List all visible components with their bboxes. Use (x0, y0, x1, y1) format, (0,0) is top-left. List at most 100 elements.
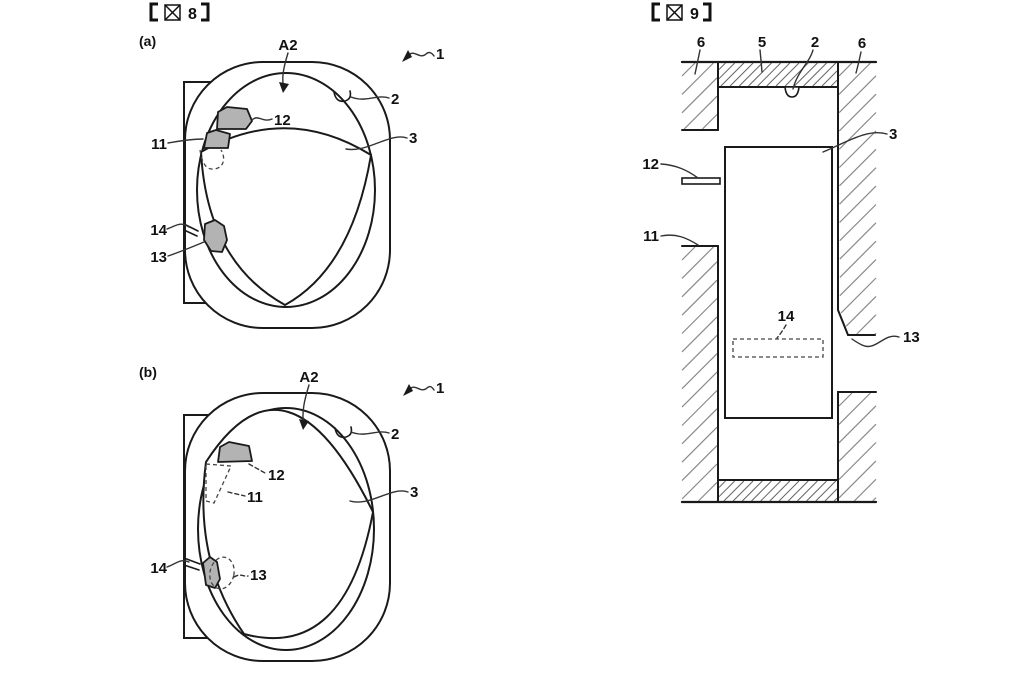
fig8b-leader-12 (248, 463, 266, 474)
hatch-line (830, 79, 838, 87)
hatch-line (806, 480, 827, 502)
fig9-oil-seal-14-dashed (732, 338, 824, 358)
hatch-line (839, 185, 877, 223)
hatch-line (856, 314, 877, 335)
fig8b-label-3: 3 (410, 484, 418, 501)
hatch-line (812, 62, 837, 87)
fig8-panel-b: (b) A2 1 2 (139, 364, 444, 662)
fig8b-label-a2: A2 (299, 369, 318, 386)
hatch-line (838, 392, 871, 425)
fig8b-leader-14 (166, 559, 190, 568)
hatch-line (720, 62, 745, 87)
fig8a-label-a2: A2 (278, 37, 297, 54)
hatch-line (718, 62, 736, 80)
fig9-leader-5 (759, 49, 763, 73)
fig9-label-5: 5 (758, 34, 766, 51)
fig9-label-6-left: 6 (697, 34, 705, 51)
hatch-line (838, 112, 877, 150)
hatch-line (738, 62, 763, 87)
fig8b-label-11: 11 (247, 489, 263, 506)
fig8a-arrow-1 (408, 51, 435, 57)
fig8a-arrowhead-1 (402, 50, 412, 62)
fig8-title-close-bracket (201, 2, 210, 22)
fig9-apex-seal-12 (681, 177, 721, 185)
fig9-lower-right-wall-edges (837, 391, 877, 503)
fig8-title-zu-glyph (164, 4, 181, 21)
fig8a-leader-14 (166, 223, 190, 230)
fig8a-leader-3 (345, 136, 408, 151)
hatch-line (681, 246, 696, 261)
fig9-label-14: 14 (778, 308, 795, 325)
hatch-line (697, 481, 718, 502)
hatch-line (845, 295, 877, 327)
fig9-right-wall-inner-edge (837, 61, 876, 336)
hatch-line (681, 246, 714, 279)
hatch-line (681, 390, 718, 426)
hatch-line (729, 62, 754, 87)
hatch-line (840, 277, 877, 314)
figure-8: 8 (a) (139, 2, 444, 662)
hatch-line (681, 353, 718, 390)
hatch-line (838, 405, 877, 444)
fig8b-leader-3 (349, 490, 409, 503)
fig9-title-zu-glyph (666, 4, 683, 21)
hatch-line (839, 204, 877, 242)
fig8-title-number: 8 (188, 6, 197, 23)
fig8b-leader-13 (233, 574, 249, 578)
fig8b-seal-12 (217, 441, 253, 463)
fig9-leader-6-left (694, 49, 701, 75)
fig8-title-open-bracket (149, 2, 158, 22)
fig9-label-3: 3 (889, 126, 897, 143)
fig9-rotor-section-3 (724, 146, 833, 419)
fig8a-leader-13 (167, 241, 205, 257)
fig8a-label-14: 14 (150, 222, 167, 239)
fig9-hatching (681, 62, 877, 502)
hatch-line (838, 93, 877, 132)
fig9-label-11: 11 (643, 228, 659, 245)
fig8b-seal-13 (202, 556, 221, 589)
fig8b-recess-2 (334, 426, 353, 439)
fig9-leader-2 (792, 49, 814, 90)
fig8a-leader-12 (251, 117, 273, 121)
hatch-line (838, 460, 877, 499)
fig9-leader-14 (776, 324, 787, 339)
fig8a-label-11: 11 (151, 136, 167, 153)
hatch-line (718, 62, 726, 70)
fig9-label-6-right: 6 (858, 35, 866, 52)
hatch-line (683, 95, 718, 130)
hatch-line (723, 480, 745, 502)
fig9-title-number: 9 (690, 6, 699, 23)
hatch-line (681, 445, 718, 482)
hatch-line (838, 442, 877, 480)
fig8b-aperture-14 (183, 557, 201, 571)
fig8a-arrowhead-a2 (279, 82, 289, 93)
fig8b-arrowhead-1 (403, 384, 413, 396)
figure-9: 9 6 5 2 6 3 12 (642, 2, 920, 504)
fig9-leader-3 (822, 132, 888, 153)
fig8a-panel-tag: (a) (139, 33, 156, 49)
fig8b-arrow-1 (409, 385, 435, 391)
hatch-line (718, 480, 726, 488)
hatch-line (821, 70, 838, 87)
hatch-line (702, 114, 718, 130)
hatch-line (803, 62, 827, 87)
fig8a-label-1: 1 (436, 46, 444, 63)
hatch-line (838, 423, 877, 462)
hatch-line (872, 497, 877, 502)
hatch-line (787, 480, 809, 502)
fig8a-recess-2 (333, 90, 352, 103)
hatch-line (797, 480, 818, 502)
hatch-line (681, 334, 718, 371)
hatch-line (681, 77, 718, 114)
hatch-line (794, 62, 818, 87)
fig9-leader-12 (660, 163, 699, 179)
fig8b-leader-2 (350, 431, 390, 435)
hatch-line (769, 480, 791, 502)
hatch-line (760, 480, 782, 502)
fig9-leader-11 (660, 234, 699, 246)
fig9-label-2: 2 (811, 34, 819, 51)
hatch-line (853, 478, 877, 502)
fig8b-label-13: 13 (250, 567, 267, 584)
hatch-line (751, 480, 772, 502)
